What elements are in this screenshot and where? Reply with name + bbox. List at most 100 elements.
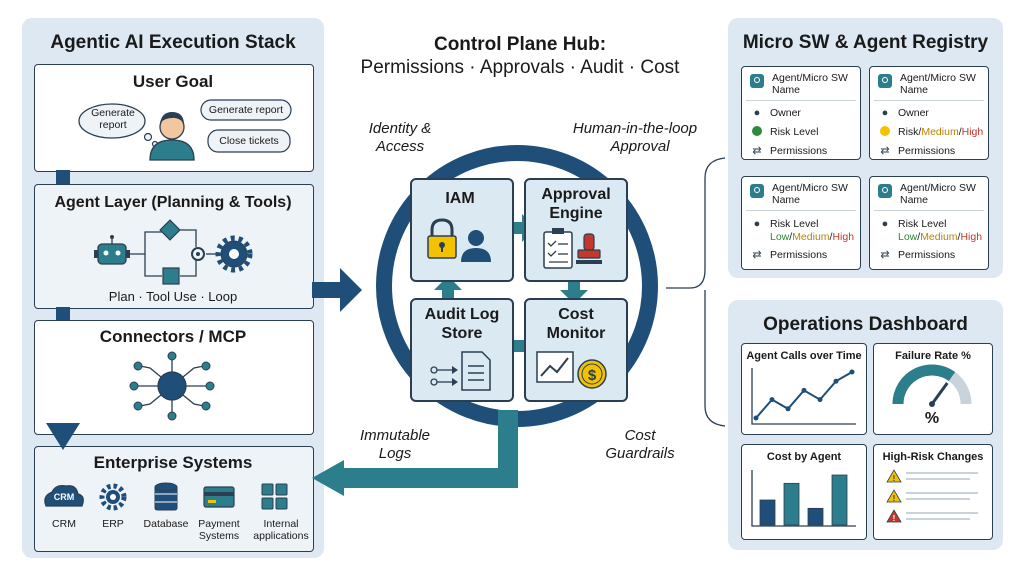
thought-bubble-text: Generate report: [91, 107, 135, 131]
owner-icon: ●: [881, 106, 889, 119]
cost-label-2: Monitor: [546, 325, 606, 342]
risk-green-dot-icon: [752, 125, 762, 136]
decision-diamond-icon: [159, 219, 181, 241]
enterprise-systems-title: Enterprise Systems: [93, 453, 253, 472]
permissions-label: Permissions: [898, 248, 956, 261]
audit-label-1: Audit Log: [424, 306, 500, 323]
warning-icon: [886, 489, 902, 503]
cost-bar: [807, 507, 824, 526]
agent-calls-point: [785, 406, 791, 412]
location-pin-icon: [750, 74, 764, 88]
system-label-crm: CRM: [52, 518, 76, 530]
gear-icon: [99, 483, 127, 511]
robot-icon: [94, 235, 130, 265]
agent-calls-title: Agent Calls over Time: [746, 350, 862, 362]
agent-calls-point: [817, 397, 823, 403]
iam-to-approval-arrow: [510, 214, 536, 242]
label-immutable-1: Immutable: [359, 427, 431, 444]
high-risk-title: High-Risk Changes: [882, 451, 984, 463]
user-goal-title: User Goal: [132, 72, 214, 91]
agent-calls-point: [753, 415, 759, 421]
approval-to-cost-arrow: [560, 282, 588, 304]
cost-by-agent-title: Cost by Agent: [766, 451, 842, 463]
agent-layer-title: Agent Layer (Planning & Tools): [54, 194, 292, 211]
risk-icon: ●: [753, 217, 761, 230]
crm-logo-text: CRM: [53, 492, 75, 502]
connectors-title: Connectors / MCP: [99, 327, 247, 346]
label-hitl-2: Approval: [610, 138, 670, 155]
audit-label-2: Store: [441, 325, 483, 342]
swap-arrows-icon: ⇄: [880, 248, 890, 261]
user-icon: [461, 230, 491, 262]
owner-label: Owner: [898, 106, 929, 119]
swap-arrows-icon: ⇄: [752, 248, 762, 261]
agent-calls-point: [849, 369, 855, 375]
document-icon: [461, 351, 491, 391]
risk-label: Risk/Medium/High: [898, 125, 984, 138]
exclamation-mark: !: [893, 474, 896, 483]
hub-to-registry-connector: [666, 157, 726, 289]
label-identity-2: Access: [375, 138, 425, 155]
risk-levels: Low/Medium/High: [770, 230, 855, 243]
clipboard-icon: [543, 228, 573, 269]
failure-rate-card[interactable]: Failure Rate %: [873, 343, 993, 435]
location-pin-icon: [878, 184, 892, 198]
cost-label-1: Cost: [558, 306, 594, 323]
failure-gauge: [892, 364, 972, 407]
cloud-icon: [44, 485, 84, 507]
thought-cloud-icon: [78, 103, 159, 148]
risk-levels: Low/Medium/High: [898, 230, 983, 243]
system-label-erp: ERP: [102, 518, 124, 530]
agent-layer-caption: Plan · Tool Use · Loop: [108, 289, 238, 304]
svg-text:$: $: [588, 367, 597, 384]
system-label-internal-2: applications: [253, 530, 309, 542]
system-label-payment-2: Systems: [198, 530, 240, 542]
permissions-label: Permissions: [898, 144, 956, 157]
risk-label: Risk Level: [770, 217, 819, 230]
iam-box-inner: IAM: [410, 178, 510, 278]
system-label-database: Database: [143, 518, 189, 530]
permissions-label: Permissions: [770, 248, 828, 261]
stamp-icon: [576, 233, 602, 264]
iam-box: [410, 178, 514, 282]
dollar-coin-icon: $: [577, 359, 607, 389]
card-icon: [203, 486, 235, 508]
tool-gear-icon: [215, 235, 253, 273]
system-label-payment-1: Payment: [198, 518, 240, 530]
cost-bar: [831, 474, 848, 526]
label-immutable-2: Logs: [378, 445, 412, 462]
iam-label: IAM: [445, 190, 475, 207]
location-pin-icon: [878, 74, 892, 88]
owner-label: Owner: [770, 106, 801, 119]
database-icon: [154, 482, 178, 511]
risk-icon: ●: [881, 217, 889, 230]
system-label-internal-1: Internal: [263, 518, 299, 530]
permissions-label: Permissions: [770, 144, 828, 157]
dashboard-title: Operations Dashboard: [763, 314, 968, 335]
risk-label: Risk Level: [770, 125, 819, 138]
hub-to-enterprise-arrow: [340, 410, 518, 488]
registry-title: Micro SW & Agent Registry: [742, 32, 989, 53]
failure-rate-title: Failure Rate %: [895, 350, 971, 362]
gauge-percent-symbol: %: [924, 410, 940, 427]
audit-to-iam-arrow: [434, 276, 462, 300]
flow-icon: [430, 366, 458, 386]
agent-calls-line: [755, 371, 853, 419]
hub-to-dashboard-connector: [704, 290, 726, 427]
cost-bar: [783, 482, 800, 526]
